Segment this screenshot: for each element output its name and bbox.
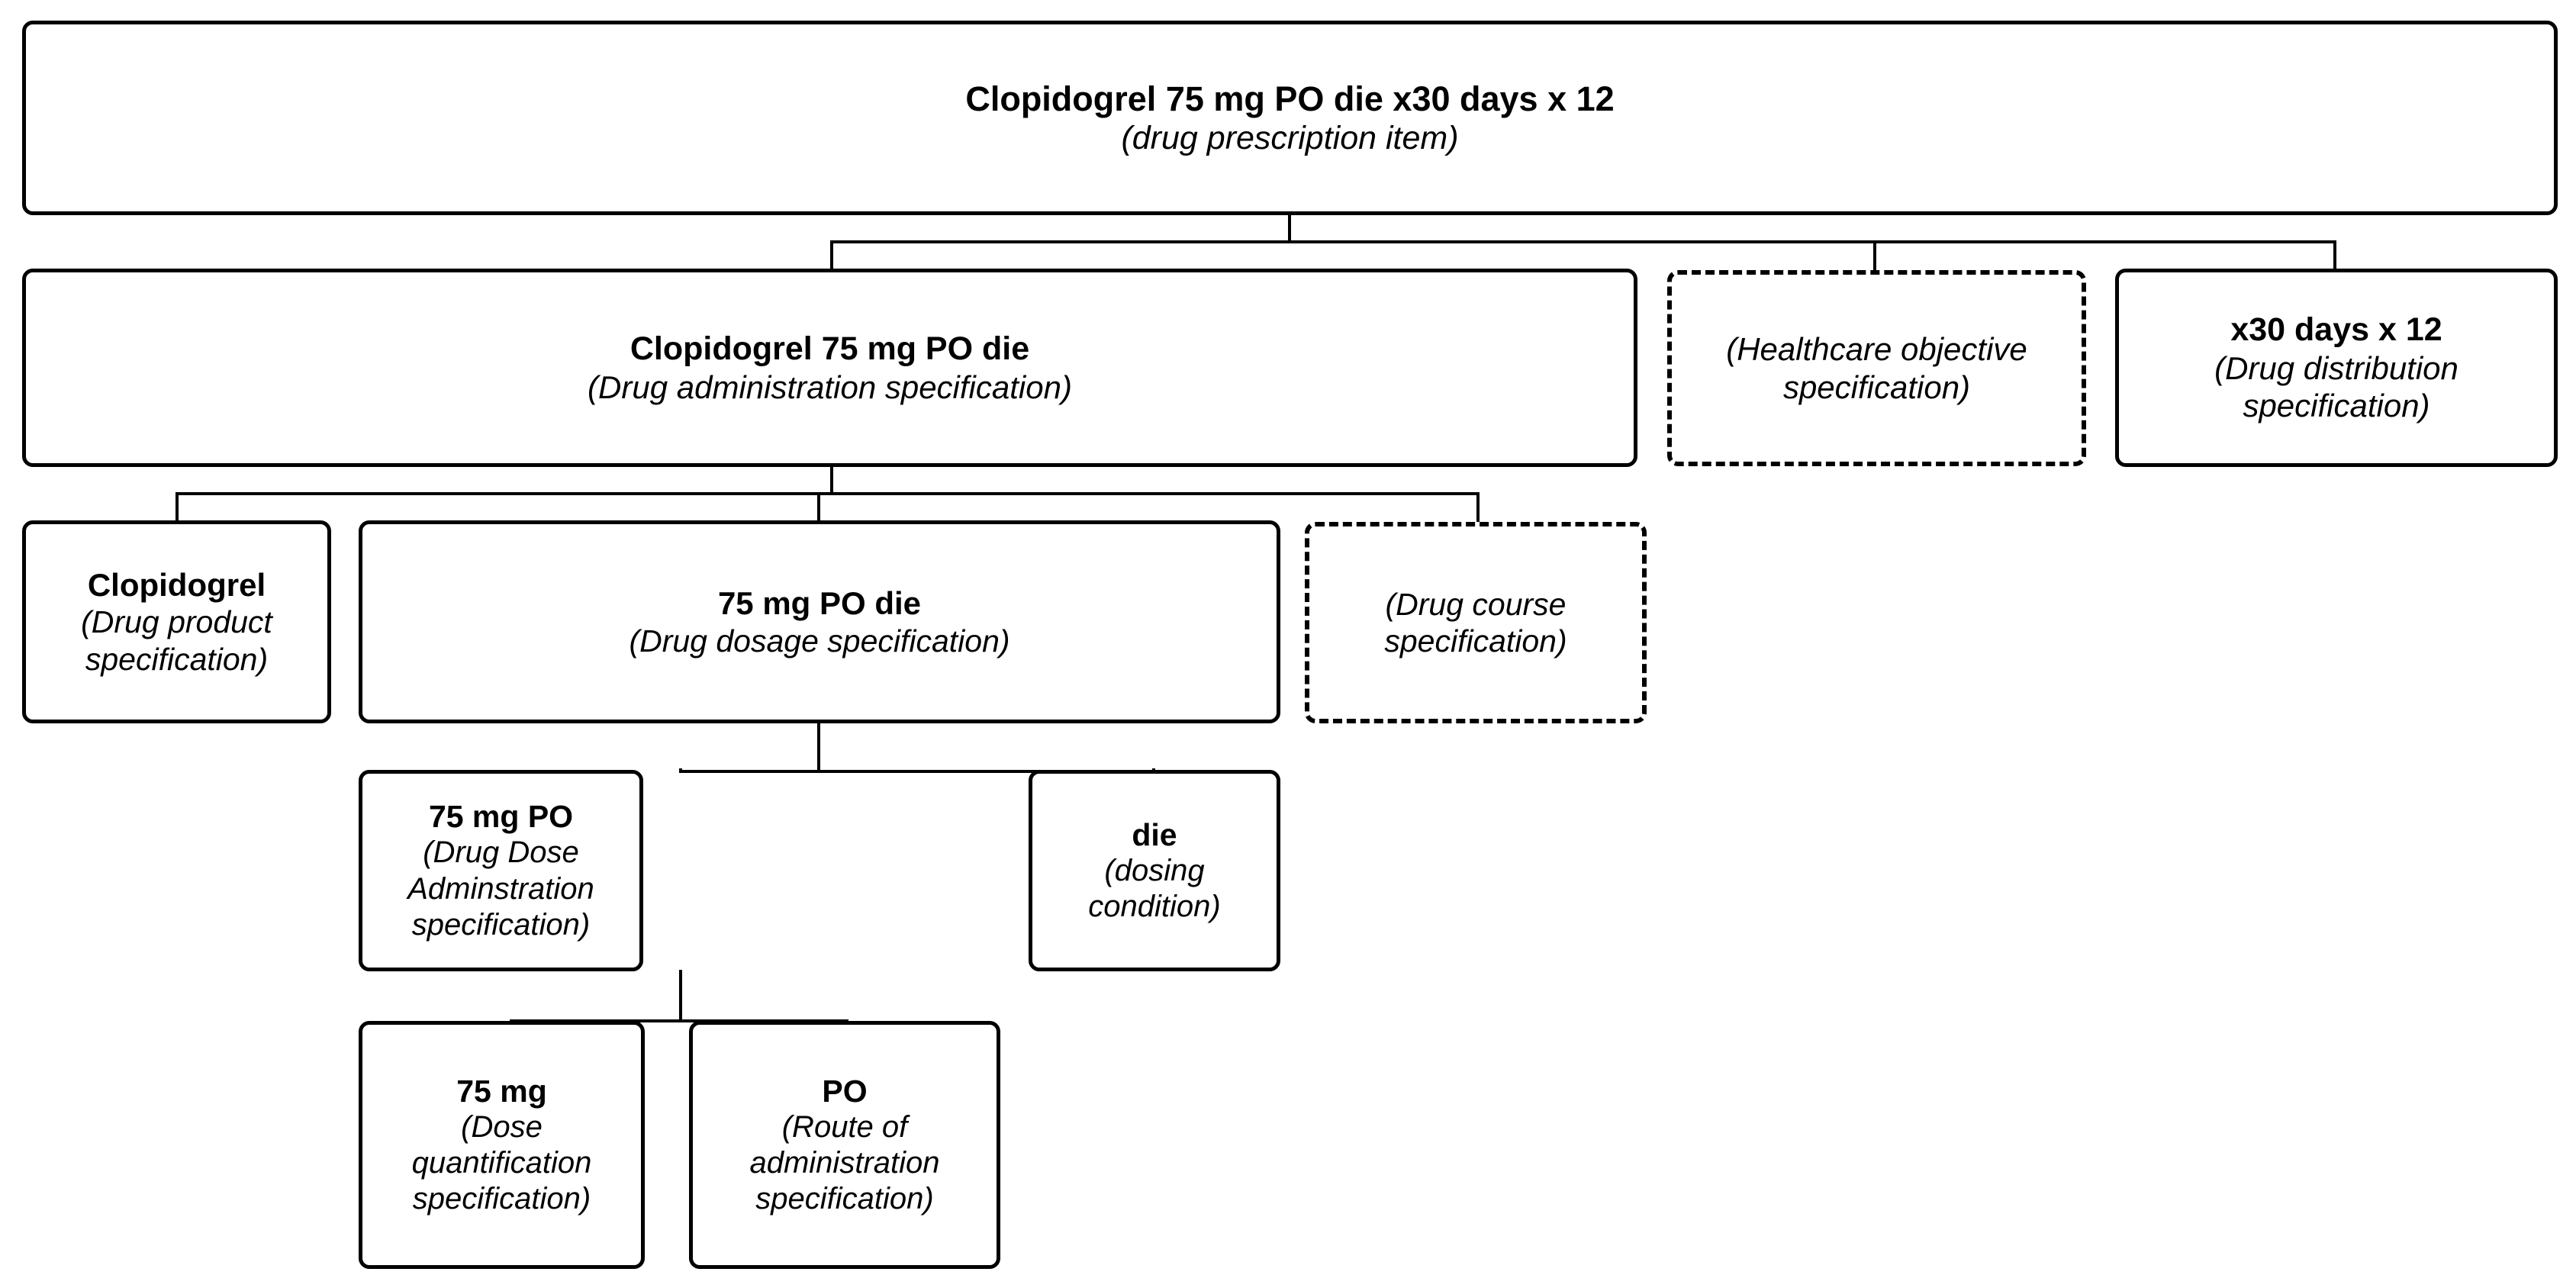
node-title: Clopidogrel 75 mg PO die <box>630 330 1030 367</box>
node-drug-administration-specification[interactable]: Clopidogrel 75 mg PO die (Drug administr… <box>22 269 1637 467</box>
node-drug-dose-administration-specification[interactable]: 75 mg PO (Drug Dose Adminstration specif… <box>359 770 643 971</box>
node-route-of-administration-specification[interactable]: PO (Route of administration specificatio… <box>689 1021 1000 1269</box>
node-title: 75 mg <box>456 1073 547 1109</box>
node-drug-distribution-specification[interactable]: x30 days x 12 (Drug distribution specifi… <box>2115 269 2558 467</box>
node-type: (Dose quantification specification) <box>411 1109 592 1216</box>
node-type: (drug prescription item) <box>1121 119 1459 156</box>
node-type: (Route of administration specification) <box>749 1109 940 1216</box>
node-title: die <box>1132 816 1177 852</box>
node-type: (Drug product specification) <box>81 604 272 677</box>
node-title: PO <box>822 1073 868 1109</box>
node-title: x30 days x 12 <box>2230 311 2442 349</box>
node-title: 75 mg PO die <box>717 585 922 622</box>
node-type: (Drug dosage specification) <box>629 623 1010 658</box>
node-title: Clopidogrel 75 mg PO die x30 days x 12 <box>965 79 1615 118</box>
node-dose-quantification-specification[interactable]: 75 mg (Dose quantification specification… <box>359 1021 645 1269</box>
node-drug-product-specification[interactable]: Clopidogrel (Drug product specification) <box>22 520 331 723</box>
node-type: (Healthcare objective specification) <box>1726 330 2027 405</box>
node-title: Clopidogrel <box>87 566 266 603</box>
node-drug-dosage-specification[interactable]: 75 mg PO die (Drug dosage specification) <box>359 520 1280 723</box>
node-healthcare-objective-specification[interactable]: (Healthcare objective specification) <box>1667 270 2086 466</box>
node-type: (Drug Dose Adminstration specification) <box>407 836 594 942</box>
node-drug-course-specification[interactable]: (Drug course specification) <box>1305 522 1647 723</box>
node-title: 75 mg PO <box>428 799 574 835</box>
node-drug-prescription-item[interactable]: Clopidogrel 75 mg PO die x30 days x 12 (… <box>22 21 2558 215</box>
node-dosing-condition[interactable]: die (dosing condition) <box>1029 770 1280 971</box>
node-type: (Drug administration specification) <box>588 369 1072 405</box>
node-type: (dosing condition) <box>1088 854 1221 924</box>
node-type: (Drug distribution specification) <box>2214 349 2458 424</box>
node-type: (Drug course specification) <box>1384 586 1567 658</box>
